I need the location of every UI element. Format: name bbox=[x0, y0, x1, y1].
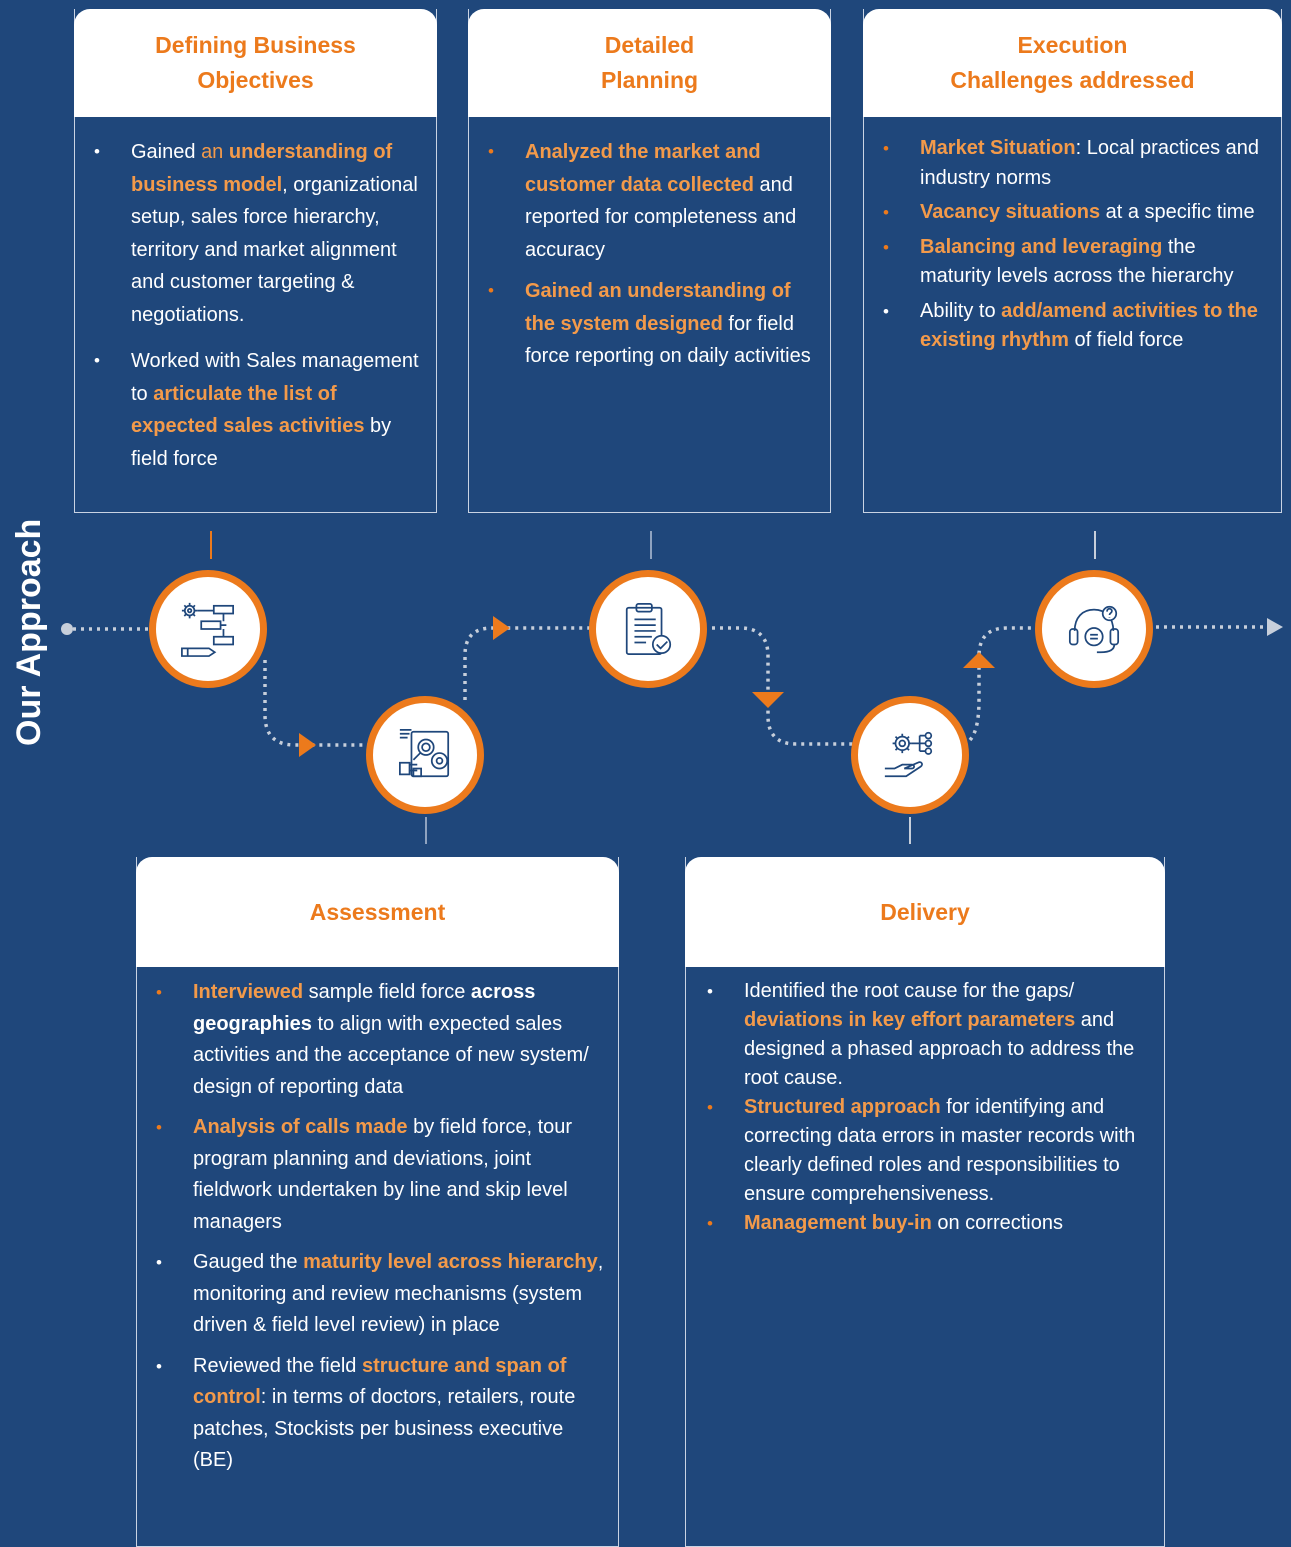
clipboard-check-icon bbox=[625, 602, 672, 656]
bullet-item: •Identified the root cause for the gaps/… bbox=[707, 980, 1135, 1089]
card-bullets: •Identified the root cause for the gaps/… bbox=[686, 967, 1164, 1238]
flow-segment-5 bbox=[968, 626, 1040, 742]
flow-arrow-right-2 bbox=[493, 616, 510, 640]
card-bullets: •Analyzed the market and customer data c… bbox=[469, 117, 830, 373]
connector-execution bbox=[1094, 531, 1096, 559]
card-assessment: Assessment •Interviewed sample field for… bbox=[136, 857, 619, 1547]
flow-arrow-up bbox=[963, 652, 995, 668]
card-header: Detailed Planning bbox=[468, 9, 831, 117]
headset-question-icon bbox=[1068, 605, 1120, 654]
card-header: Delivery bbox=[685, 857, 1165, 967]
bullet-item: •Gained an understanding of business mod… bbox=[94, 141, 418, 326]
bullet-item: •Balancing and leveraging the maturity l… bbox=[883, 235, 1234, 288]
card-header: Execution Challenges addressed bbox=[863, 9, 1282, 117]
bullet-item: •Structured approach for identifying and… bbox=[707, 1096, 1136, 1205]
bullet-item: •Ability to add/amend activities to the … bbox=[883, 299, 1258, 352]
card-delivery: Delivery •Identified the root cause for … bbox=[685, 857, 1165, 1547]
card-title-line2: Planning bbox=[600, 67, 699, 93]
connector-assessment bbox=[425, 817, 427, 844]
bullet-item: •Vacancy situations at a specific time bbox=[883, 201, 1255, 223]
card-defining-business-objectives: Defining Business Objectives •Gained an … bbox=[74, 9, 437, 513]
card-detailed-planning: Detailed Planning •Analyzed the market a… bbox=[468, 9, 831, 513]
bullet-item: •Worked with Sales management to articul… bbox=[94, 350, 419, 470]
card-header: Defining Business Objectives bbox=[74, 9, 437, 117]
bullet-item: •Reviewed the field structure and span o… bbox=[156, 1354, 576, 1472]
card-bullets: •Market Situation: Local practices and i… bbox=[864, 117, 1281, 356]
connector-defining bbox=[210, 531, 212, 559]
card-header: Assessment bbox=[136, 857, 619, 967]
flow-segment-4 bbox=[712, 626, 856, 746]
step-circle-assessment bbox=[366, 696, 484, 814]
bullet-item: •Analysis of calls made by field force, … bbox=[156, 1116, 573, 1233]
card-title-line2: Challenges addressed bbox=[950, 67, 1195, 93]
gear-hand-icon bbox=[884, 731, 933, 778]
flow-arrow-down bbox=[752, 692, 784, 708]
flow-segment-2 bbox=[263, 660, 375, 747]
bullet-item: •Market Situation: Local practices and i… bbox=[883, 137, 1260, 189]
step-circle-execution bbox=[1035, 570, 1153, 688]
card-bullets: •Gained an understanding of business mod… bbox=[75, 117, 436, 475]
card-title: Assessment bbox=[309, 898, 446, 925]
analysis-gear-magnifier-icon bbox=[398, 728, 450, 778]
bullet-item: •Gained an understanding of the system d… bbox=[488, 280, 811, 367]
step-circle-planning bbox=[589, 570, 707, 688]
connector-delivery bbox=[909, 817, 911, 844]
flow-segment-3 bbox=[463, 626, 596, 700]
card-bullets: •Interviewed sample field force across g… bbox=[137, 967, 618, 1477]
step-circle-defining bbox=[149, 570, 267, 688]
step-circle-delivery bbox=[851, 696, 969, 814]
connector-planning bbox=[650, 531, 652, 559]
card-title: Delivery bbox=[880, 898, 970, 925]
bullet-item: •Management buy-in on corrections bbox=[707, 1212, 1063, 1234]
card-execution-challenges: Execution Challenges addressed •Market S… bbox=[863, 9, 1282, 513]
card-title-line1: Detailed bbox=[604, 32, 695, 58]
card-title-line2: Objectives bbox=[197, 67, 314, 93]
card-title-line1: Execution bbox=[1017, 32, 1128, 58]
side-title: Our Approach bbox=[10, 518, 48, 746]
flow-arrow-right-1 bbox=[299, 733, 316, 757]
bullet-item: •Analyzed the market and customer data c… bbox=[488, 141, 797, 261]
flow-start-dot bbox=[61, 623, 73, 635]
bullet-item: •Interviewed sample field force across g… bbox=[156, 981, 589, 1098]
card-title-line1: Defining Business bbox=[155, 32, 356, 58]
workflow-pencil-icon bbox=[181, 602, 235, 657]
bullet-item: •Gauged the maturity level across hierar… bbox=[156, 1251, 604, 1336]
flow-end-arrow bbox=[1267, 618, 1283, 636]
